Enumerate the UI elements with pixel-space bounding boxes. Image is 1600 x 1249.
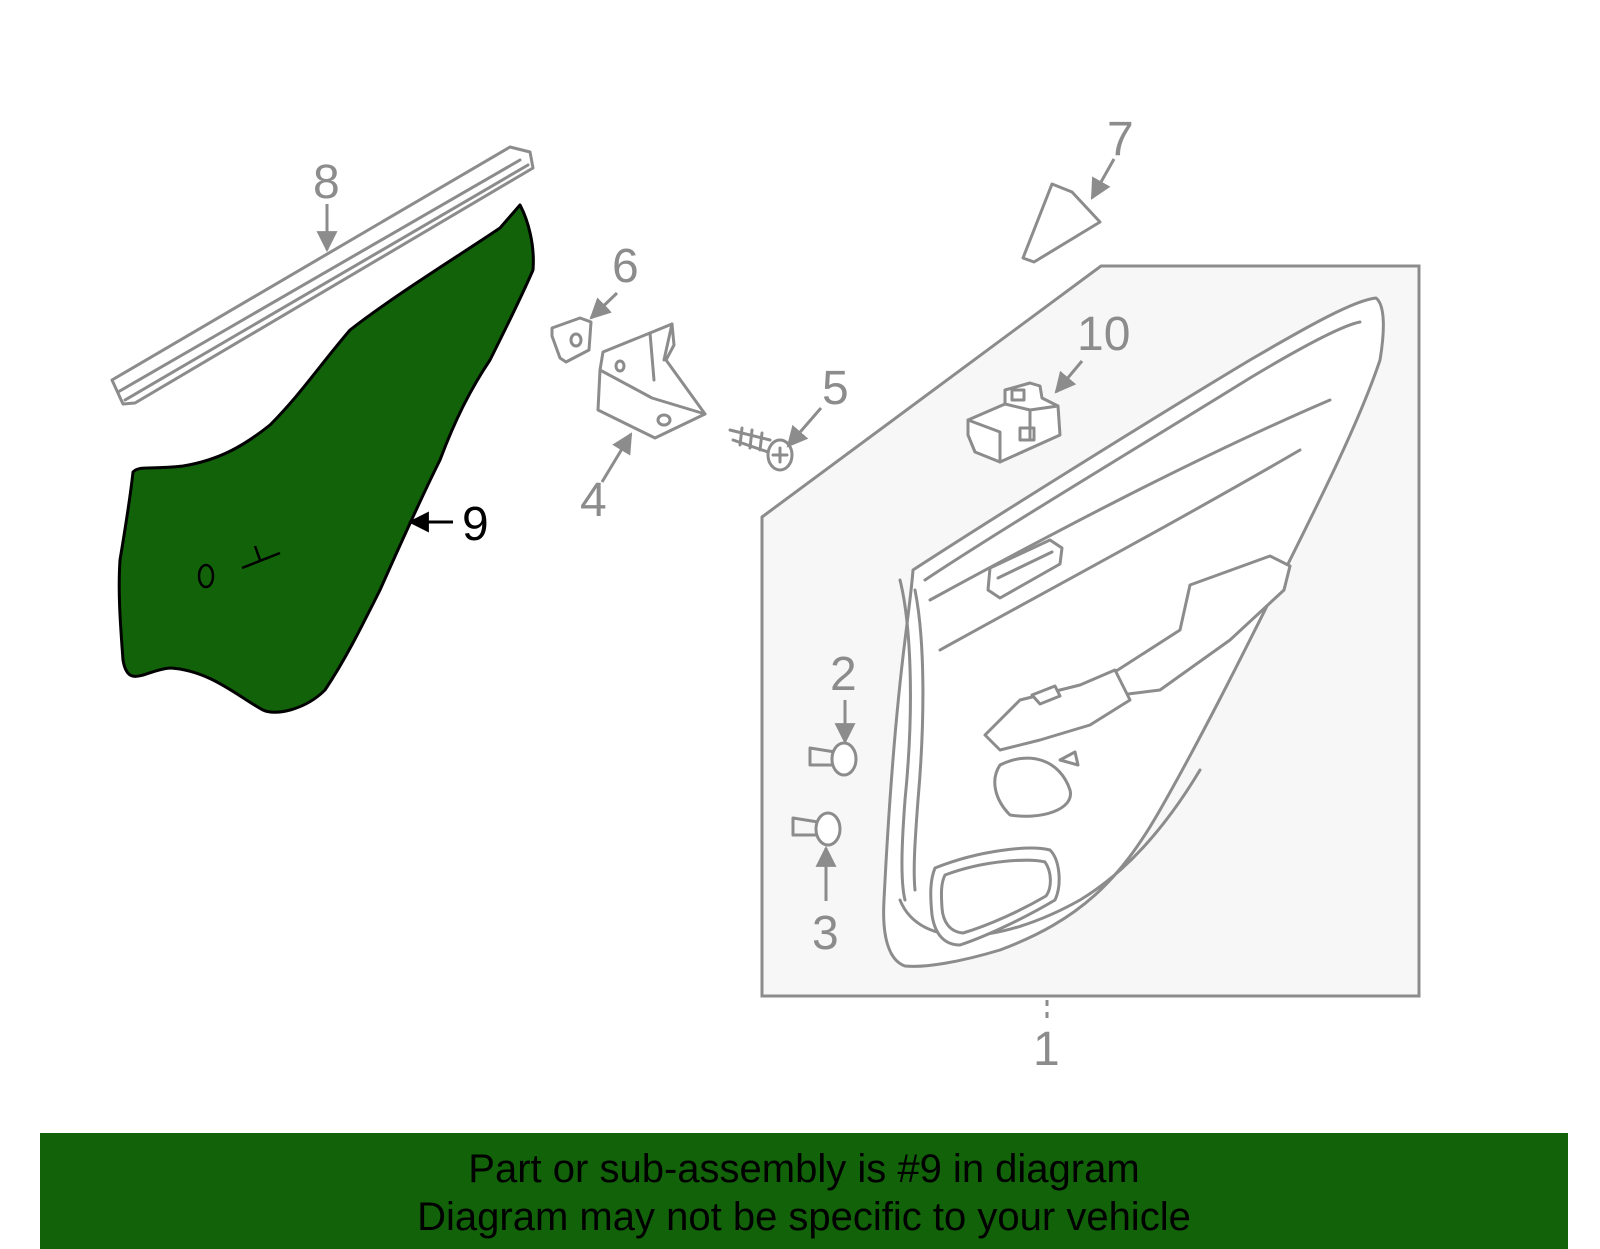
- part-4-bracket: [596, 322, 707, 440]
- callout-7: 7: [1107, 113, 1134, 166]
- part-2-clip: [808, 741, 858, 777]
- banner-line-disclaimer: Diagram may not be specific to your vehi…: [417, 1195, 1191, 1239]
- part-5-screw: [728, 426, 794, 472]
- part-7-corner-trim: [1021, 182, 1102, 264]
- info-banner: Part or sub-assembly is #9 in diagram Di…: [40, 1133, 1568, 1249]
- callout-3: 3: [812, 907, 839, 960]
- part-1-door-trim-panel: [760, 264, 1421, 998]
- banner-line-part: Part or sub-assembly is #9 in diagram: [468, 1147, 1140, 1191]
- part-10-window-switch: [966, 381, 1062, 464]
- part-8-belt-molding: [110, 145, 535, 406]
- callout-2: 2: [830, 648, 857, 701]
- callout-9: 9: [462, 498, 489, 551]
- part-9-sealing-screen: [117, 203, 535, 714]
- callout-6: 6: [612, 240, 639, 293]
- part-6-bracket: [550, 316, 593, 364]
- leader-lines: [316, 158, 1116, 1022]
- callout-8: 8: [313, 156, 340, 209]
- part-3-clip: [791, 811, 842, 847]
- callout-5: 5: [822, 362, 849, 415]
- callout-4: 4: [580, 474, 607, 527]
- callout-10: 10: [1077, 308, 1130, 361]
- callout-1: 1: [1033, 1023, 1060, 1076]
